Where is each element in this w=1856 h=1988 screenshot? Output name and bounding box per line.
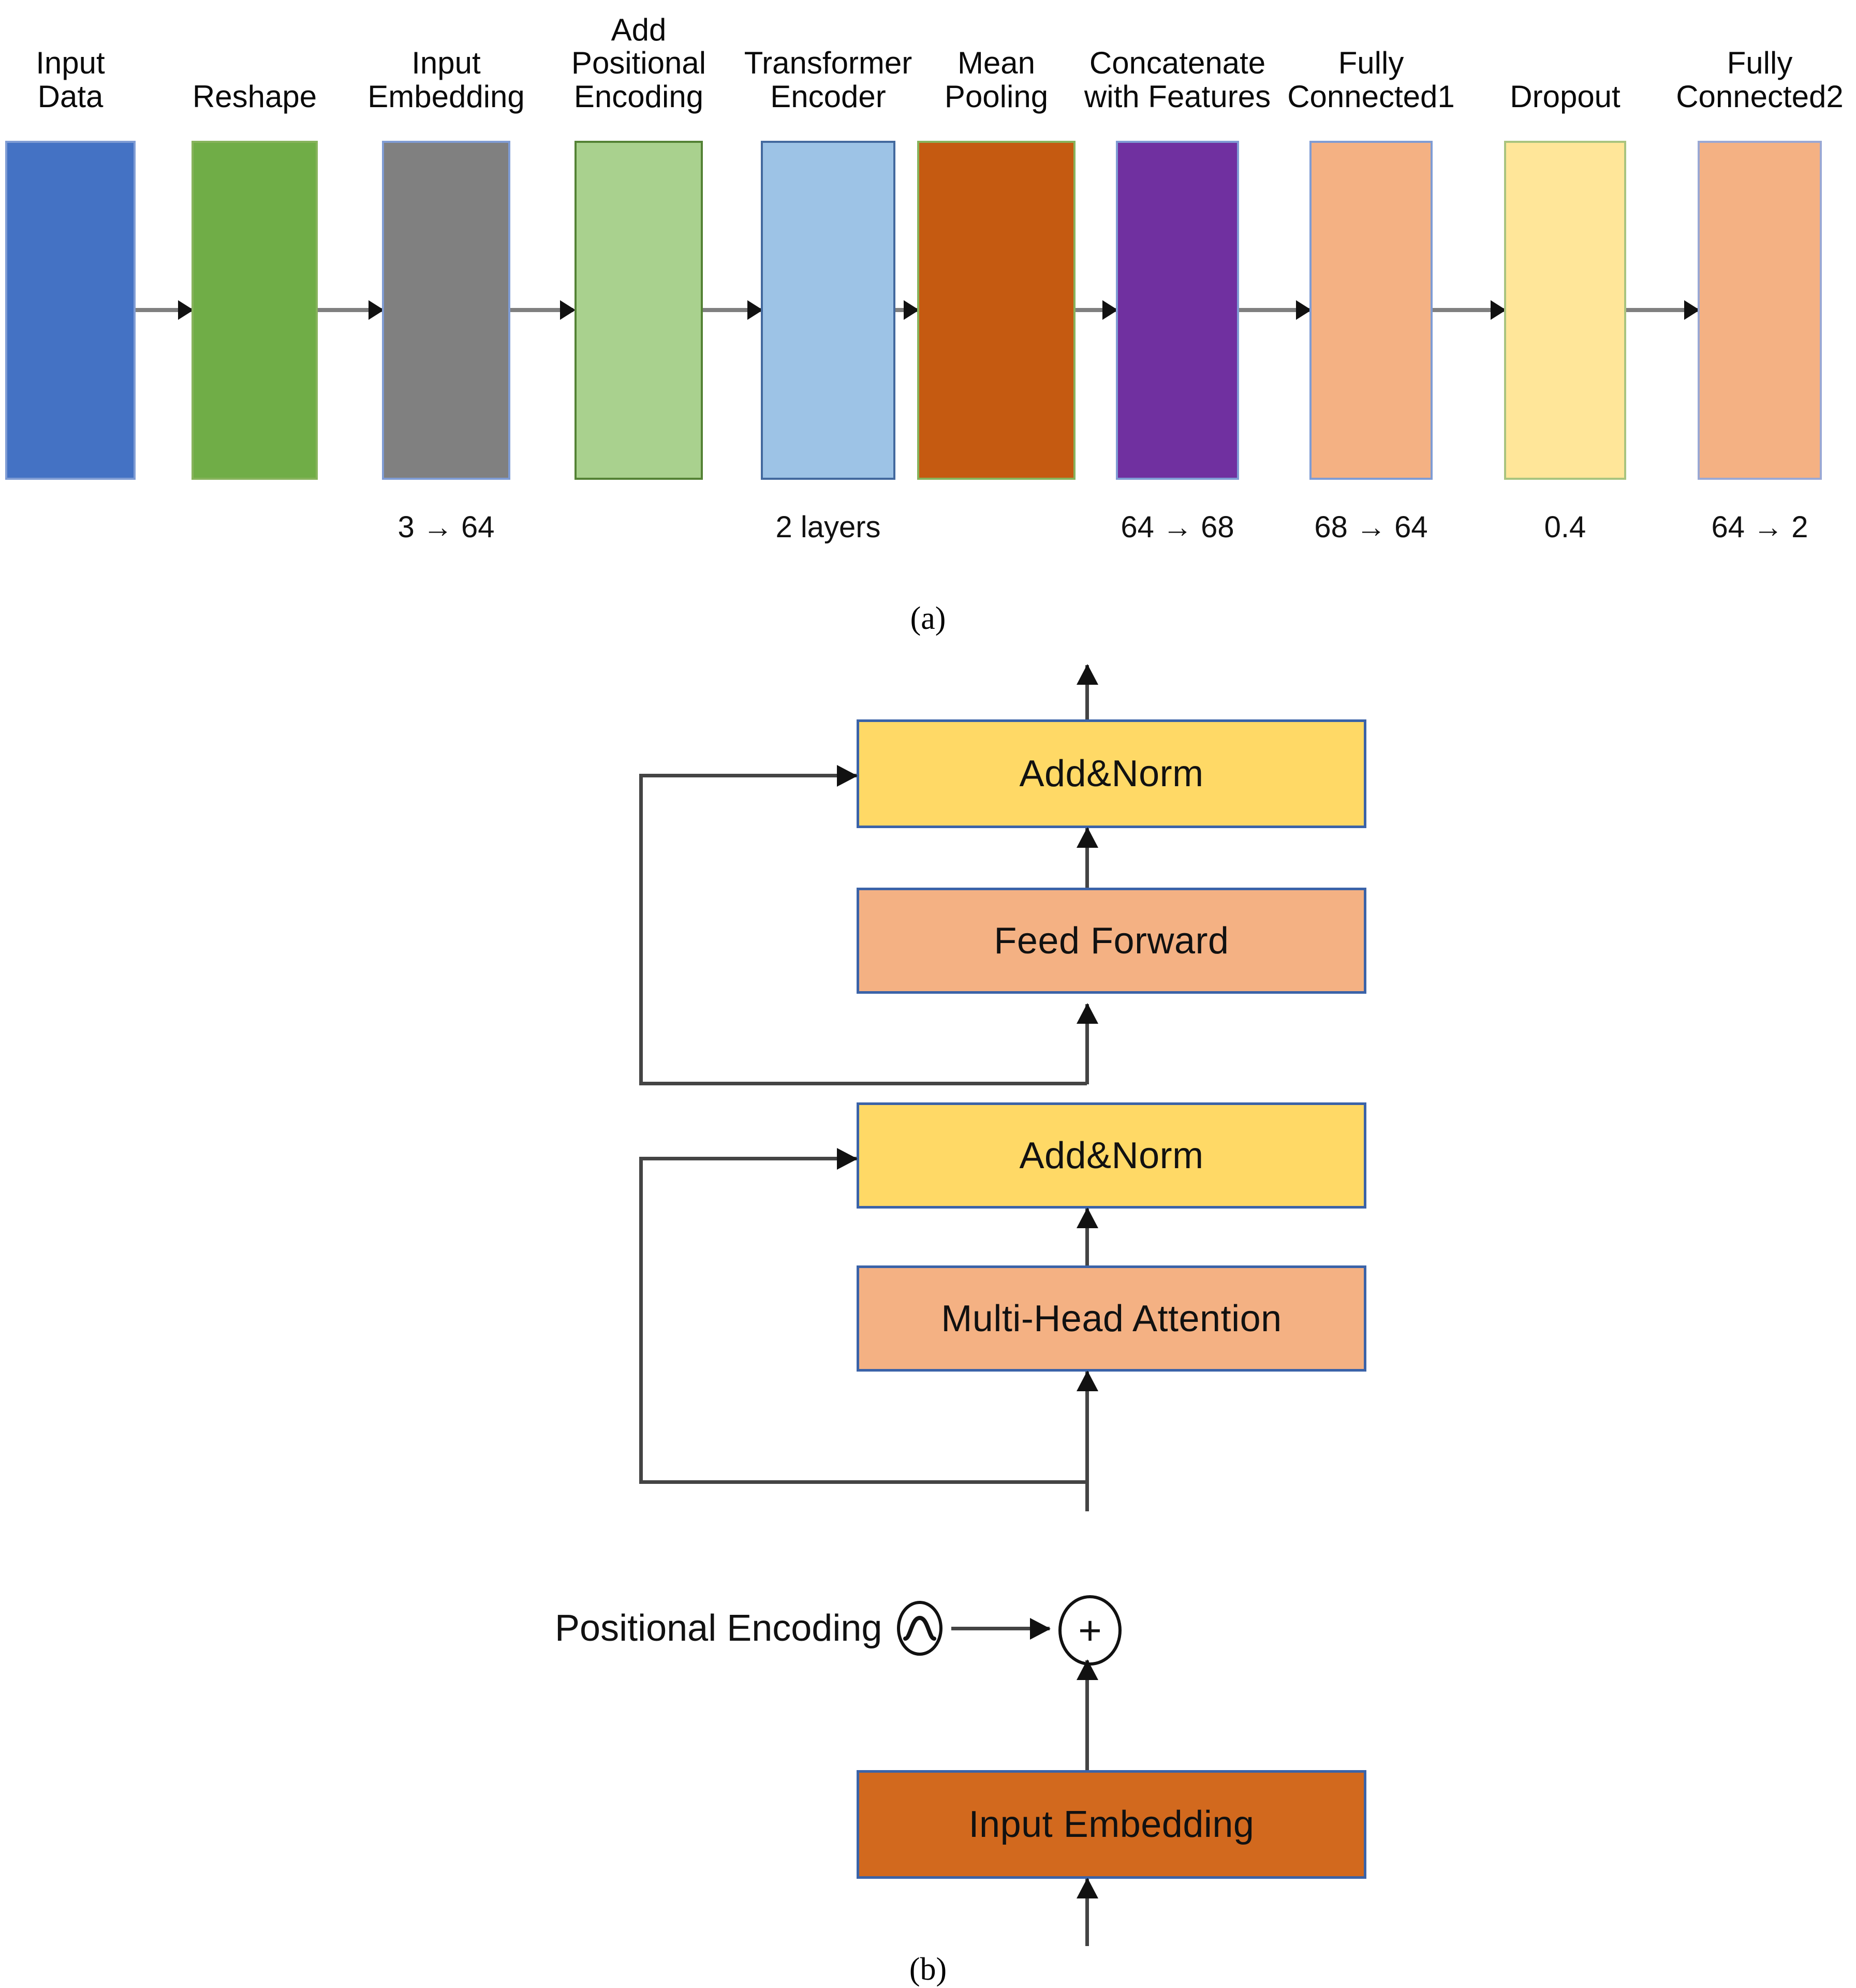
pipeline-stage-box: [761, 141, 895, 480]
positional-encoding-label: Positional Encoding: [555, 1608, 882, 1649]
pipeline-stage-sublabel: 0.4: [1544, 510, 1586, 544]
pipeline-stage-title: Dropout: [1510, 79, 1621, 114]
encoder-block-label: Feed Forward: [994, 920, 1229, 962]
pipeline-arrow-5: [895, 308, 917, 312]
pipeline-stage-box: [1504, 141, 1626, 480]
pipeline-stage-box: [192, 141, 318, 480]
encoder-block-add-norm-top: Add&Norm: [857, 719, 1366, 828]
encoder-block-label: Multi-Head Attention: [941, 1298, 1282, 1339]
encoder-block-label: Add&Norm: [1019, 1135, 1204, 1176]
pipeline-stage-box: [917, 141, 1076, 480]
sine-wave-icon: [895, 1599, 945, 1657]
transformer-encoder-diagram: Add&Norm Feed Forward Add&Norm Multi-Hea…: [0, 647, 1856, 1987]
panel-a-caption: (a): [910, 601, 946, 636]
residual-1-arrow-into-addnorm: [639, 1157, 857, 1160]
pipeline-stage-fully-connected2: Fully Connected2 64 → 2: [1676, 0, 1844, 580]
pipeline-arrow-1: [136, 308, 192, 312]
pipeline-stage-box: [5, 141, 136, 480]
pipeline-stage-input-embedding: Input Embedding 3 → 64: [367, 0, 525, 580]
pipeline-stage-sublabel: 64 → 68: [1121, 510, 1234, 544]
arrow-addnorm-to-feedforward: [1085, 1004, 1089, 1084]
encoder-output-arrow: [1085, 665, 1089, 719]
plus-symbol: +: [1078, 1608, 1102, 1653]
residual-1-bottom-segment: [639, 1480, 1087, 1484]
pipeline-stage-title: Add Positional Encoding: [571, 12, 706, 114]
pipeline-stage-add-positional-encoding: Add Positional Encoding: [571, 0, 706, 580]
pipeline-stage-box: [1116, 141, 1239, 480]
pipeline-stage-sublabel: 68 → 64: [1314, 510, 1428, 544]
pipeline-stage-box: [382, 141, 510, 480]
pipeline-diagram: Input Data Reshape Input Embedding 3 → 6…: [0, 0, 1856, 647]
arrow-embedding-to-sum: [1085, 1660, 1089, 1772]
pipeline-arrow-3: [510, 308, 573, 312]
pipeline-stage-box: [1309, 141, 1433, 480]
residual-1-vertical-segment: [639, 1157, 643, 1483]
pipeline-stage-title: Input Embedding: [367, 46, 525, 114]
pipeline-stage-sublabel: 3 → 64: [397, 510, 495, 544]
residual-2-bottom-segment: [639, 1082, 1087, 1085]
pipeline-stage-title: Concatenate with Features: [1084, 46, 1271, 114]
pipeline-arrow-2: [318, 308, 382, 312]
pipeline-stage-mean-pooling: Mean Pooling: [917, 0, 1076, 580]
encoder-block-multi-head-attention: Multi-Head Attention: [857, 1265, 1366, 1372]
arrow-feedforward-to-addnorm: [1085, 828, 1089, 888]
encoder-input-arrow: [1085, 1879, 1089, 1946]
encoder-block-label: Add&Norm: [1019, 753, 1204, 794]
pipeline-stage-fully-connected1: Fully Connected1 68 → 64: [1287, 0, 1455, 580]
arrow-attention-to-addnorm: [1085, 1209, 1089, 1265]
pipeline-stage-input-data: Input Data: [5, 0, 136, 580]
pipeline-stage-title: Transformer Encoder: [744, 46, 912, 114]
pipeline-stage-sublabel: 2 layers: [775, 510, 881, 544]
residual-2-arrow-into-addnorm: [639, 774, 857, 777]
pipeline-stage-reshape: Reshape: [192, 0, 318, 580]
pipeline-stage-transformer-encoder: Transformer Encoder 2 layers: [744, 0, 912, 580]
sum-node: +: [1058, 1595, 1122, 1666]
pipeline-stage-sublabel: 64 → 2: [1711, 510, 1808, 544]
pipeline-stage-title: Fully Connected2: [1676, 46, 1844, 114]
pipeline-stage-concatenate-with-features: Concatenate with Features 64 → 68: [1084, 0, 1271, 580]
pipeline-arrow-6: [1076, 308, 1116, 312]
encoder-block-add-norm-bottom: Add&Norm: [857, 1102, 1366, 1209]
encoder-block-label: Input Embedding: [968, 1804, 1255, 1845]
pipeline-stage-box: [1698, 141, 1822, 480]
arrow-positional-encoding-to-sum: [951, 1627, 1050, 1630]
pipeline-arrow-7: [1239, 308, 1309, 312]
encoder-block-feed-forward: Feed Forward: [857, 888, 1366, 994]
arrow-sum-to-attention: [1085, 1372, 1089, 1511]
pipeline-stage-dropout: Dropout 0.4: [1504, 0, 1626, 580]
pipeline-arrow-9: [1626, 308, 1698, 312]
pipeline-arrow-4: [703, 308, 761, 312]
residual-2-vertical-segment: [639, 774, 643, 1084]
pipeline-stage-title: Reshape: [192, 79, 317, 114]
pipeline-arrow-8: [1433, 308, 1504, 312]
pipeline-stage-title: Mean Pooling: [944, 46, 1049, 114]
pipeline-stage-box: [575, 141, 703, 480]
panel-b-caption: (b): [909, 1952, 947, 1987]
pipeline-stage-title: Fully Connected1: [1287, 46, 1455, 114]
encoder-block-input-embedding: Input Embedding: [857, 1770, 1366, 1879]
pipeline-stage-title: Input Data: [36, 46, 105, 114]
